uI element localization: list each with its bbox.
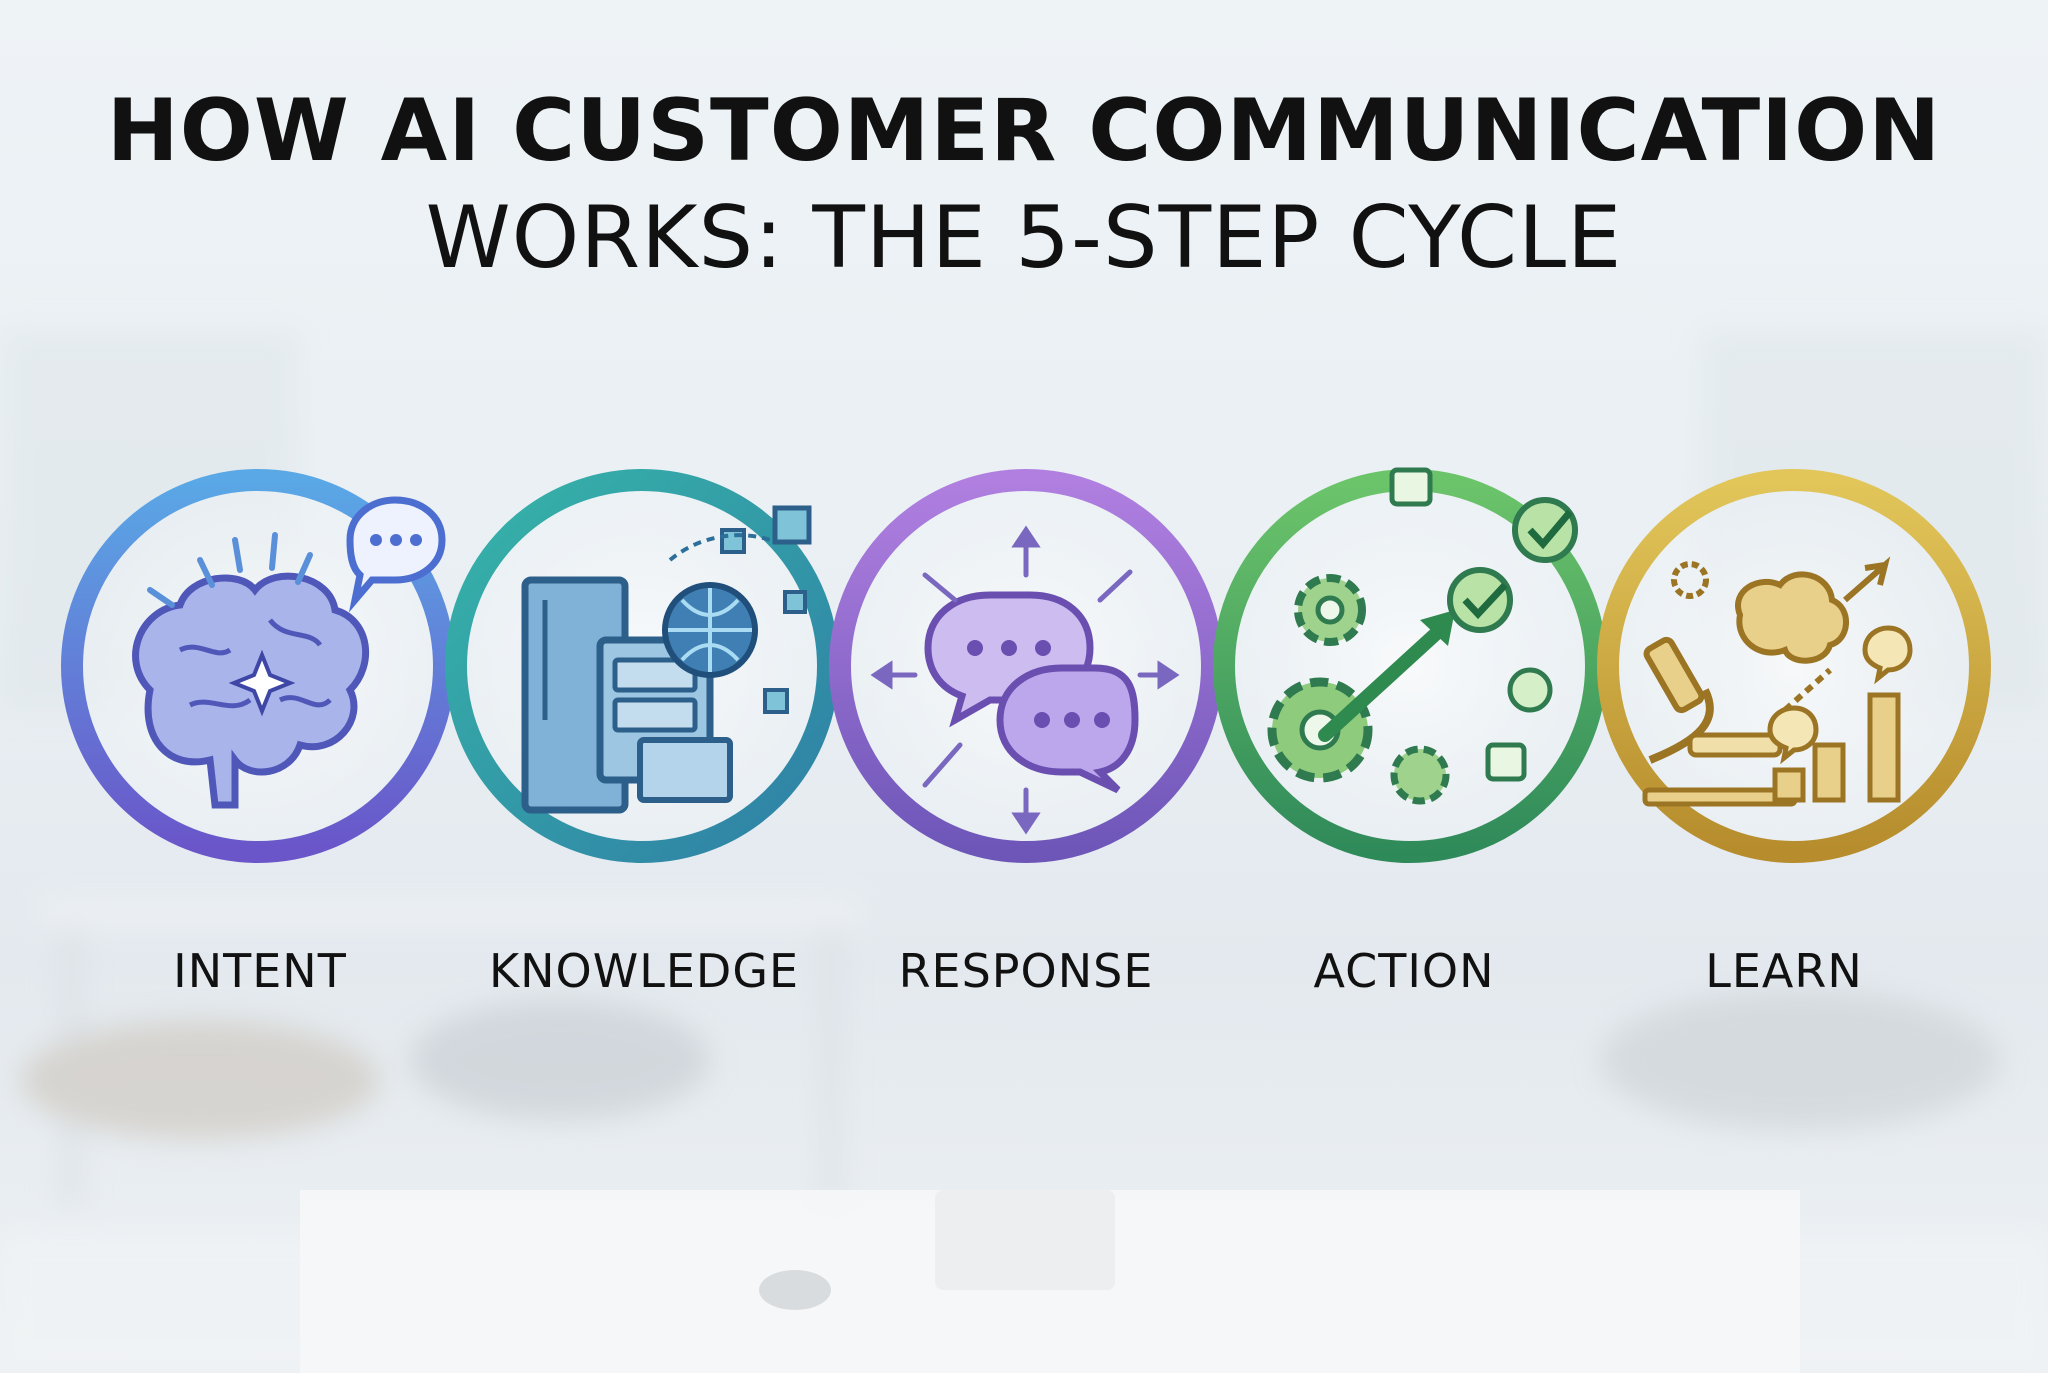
chat-bubbles-icon: [870, 525, 1180, 835]
title-line-1: HOW AI CUSTOMER COMMUNICATION: [106, 81, 1942, 181]
gears-check-icon: [1267, 467, 1578, 805]
page-title: HOW AI CUSTOMER COMMUNICATION WORKS: THE…: [0, 78, 2048, 292]
step-label-intent: INTENT: [173, 944, 347, 998]
file-cabinet-globe-icon: [521, 505, 812, 814]
brain-spark-icon: [132, 496, 446, 809]
step-label-response: RESPONSE: [898, 944, 1154, 998]
five-step-cycle-diagram: [61, 467, 1991, 863]
step-label-action: ACTION: [1313, 944, 1495, 998]
step-label-learn: LEARN: [1705, 944, 1863, 998]
microscope-growth-icon: [1642, 556, 1913, 807]
title-line-2: WORKS: THE 5-STEP CYCLE: [425, 188, 1623, 288]
step-label-knowledge: KNOWLEDGE: [488, 944, 800, 998]
